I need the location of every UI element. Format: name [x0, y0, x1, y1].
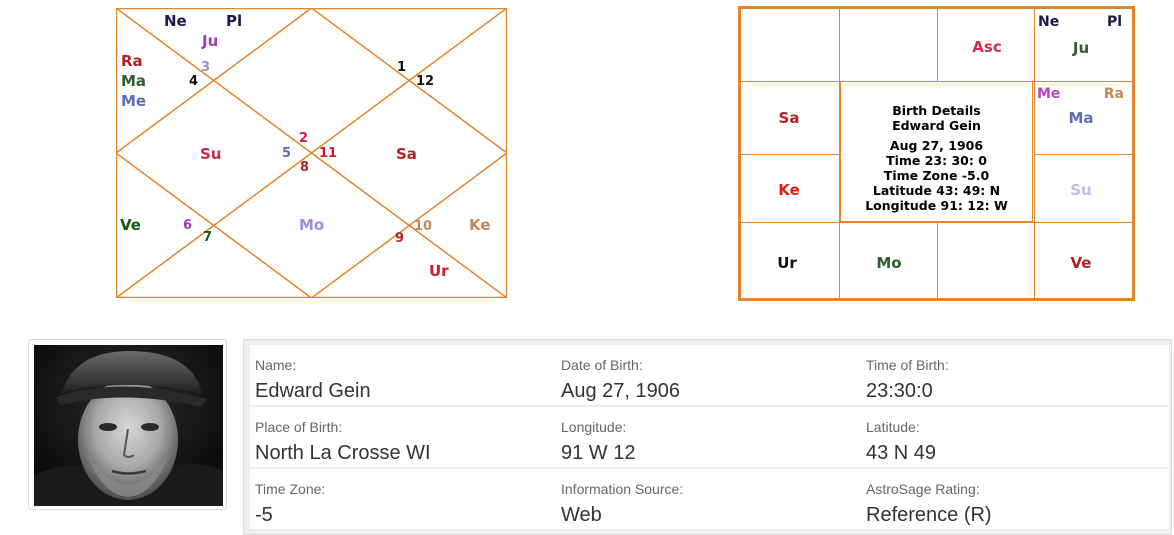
planet-ra: Ra: [121, 52, 143, 70]
details-row: Place of Birth: North La Crosse WI Longi…: [250, 407, 1169, 467]
birth-details-timezone: Time Zone -5.0: [883, 168, 990, 183]
planet-ur: Ur: [777, 254, 797, 272]
south-cell-5: Me Ra Ma: [1034, 81, 1133, 155]
planet-su: Su: [200, 145, 222, 163]
house-number-4: 4: [189, 74, 199, 89]
planet-ke: Ke: [469, 216, 491, 234]
date-of-birth-label: Date of Birth:: [561, 357, 643, 373]
date-of-birth-value: Aug 27, 1906: [561, 380, 680, 402]
latitude-label: Latitude:: [866, 419, 920, 435]
south-cell-9: Mo: [839, 222, 938, 299]
details-cell: AstroSage Rating: Reference (R): [861, 469, 1169, 529]
profile-photo-frame: [28, 339, 227, 510]
details-cell: Name: Edward Gein: [250, 345, 555, 405]
house-number-9: 9: [395, 231, 405, 246]
south-cell-7: Ve: [1034, 222, 1133, 299]
south-cell-11: Ke: [740, 154, 840, 223]
latitude-value: 43 N 49: [866, 442, 937, 464]
time-of-birth-label: Time of Birth:: [866, 357, 949, 373]
house-number-11: 11: [319, 146, 338, 161]
planet-ve: Ve: [120, 216, 141, 234]
name-value: Edward Gein: [255, 380, 371, 402]
house-number-1: 1: [397, 60, 407, 75]
birth-details-name: Edward Gein: [892, 118, 981, 133]
planet-ve: Ve: [1070, 254, 1092, 272]
information-source-value: Web: [561, 504, 602, 526]
planet-sa: Sa: [778, 109, 800, 127]
birth-details-time: Time 23: 30: 0: [886, 153, 987, 168]
house-number-12: 12: [416, 74, 435, 89]
planet-ur: Ur: [429, 262, 449, 280]
astrosage-rating-value: Reference (R): [866, 504, 992, 526]
time-of-birth-value: 23:30:0: [866, 380, 933, 402]
details-row: Time Zone: -5 Information Source: Web As…: [250, 469, 1169, 529]
birth-details-latitude: Latitude 43: 49: N: [872, 183, 1001, 198]
south-cell-8: [937, 222, 1035, 299]
name-label: Name:: [255, 357, 297, 373]
planet-su: Su: [1070, 181, 1092, 199]
birth-details-table: Name: Edward Gein Date of Birth: Aug 27,…: [243, 339, 1172, 535]
house-number-3: 3: [201, 60, 211, 75]
birth-details-title: Birth Details: [892, 103, 981, 118]
planet-sa: Sa: [396, 145, 417, 163]
profile-photo: [34, 345, 223, 506]
planet-ju: Ju: [1072, 39, 1090, 57]
house-number-2: 2: [299, 131, 309, 146]
south-cell-10: Ur: [740, 222, 840, 299]
details-cell: Information Source: Web: [556, 469, 861, 529]
place-of-birth-label: Place of Birth:: [255, 419, 343, 435]
planet-pl: Pl: [226, 12, 243, 30]
planet-me: Me: [121, 92, 147, 110]
details-cell: Date of Birth: Aug 27, 1906: [556, 345, 861, 405]
south-cell-12: Sa: [740, 81, 840, 155]
south-cell-6: Su: [1034, 154, 1133, 223]
planet-ra: Ra: [1103, 86, 1124, 102]
details-cell: Time of Birth: 23:30:0: [861, 345, 1169, 405]
planet-ma: Ma: [1068, 109, 1094, 127]
south-indian-chart: Asc Ne Pl Ju Sa Ke Me Ra Ma Su Ur Mo Ve …: [738, 6, 1135, 301]
planet-ke: Ke: [778, 181, 800, 199]
planet-ne: Ne: [164, 12, 187, 30]
house-number-8: 8: [300, 160, 310, 175]
planet-mo: Mo: [876, 254, 902, 272]
planet-pl: Pl: [1106, 14, 1122, 30]
south-cell-1: [740, 8, 840, 82]
details-cell: Place of Birth: North La Crosse WI: [250, 407, 555, 467]
south-cell-3: Asc: [937, 8, 1035, 82]
planet-ma: Ma: [121, 72, 147, 90]
north-indian-chart: Ne Pl Ju Ra Ma Me Su Sa Ve Mo Ke Ur 1 2 …: [116, 8, 507, 298]
house-number-10: 10: [414, 219, 433, 234]
longitude-label: Longitude:: [561, 419, 627, 435]
longitude-value: 91 W 12: [561, 442, 636, 464]
south-cell-4: Ne Pl Ju: [1034, 8, 1133, 82]
details-row: Name: Edward Gein Date of Birth: Aug 27,…: [250, 345, 1169, 405]
planet-mo: Mo: [299, 216, 325, 234]
birth-details-box: Birth Details Edward Gein Aug 27, 1906 T…: [840, 81, 1033, 222]
information-source-label: Information Source:: [561, 481, 684, 497]
birth-details-longitude: Longitude 91: 12: W: [865, 198, 1008, 213]
south-cell-2: [839, 8, 938, 82]
details-cell: Latitude: 43 N 49: [861, 407, 1169, 467]
time-zone-value: -5: [255, 504, 273, 526]
time-zone-label: Time Zone:: [255, 481, 326, 497]
birth-details-date: Aug 27, 1906: [889, 138, 984, 153]
house-number-5: 5: [282, 146, 292, 161]
planet-ju: Ju: [202, 32, 219, 50]
place-of-birth-value: North La Crosse WI: [255, 442, 431, 464]
planet-ne: Ne: [1038, 14, 1060, 30]
north-chart-grid: [116, 8, 507, 298]
house-number-7: 7: [203, 230, 213, 245]
details-cell: Longitude: 91 W 12: [556, 407, 861, 467]
astrosage-rating-label: AstroSage Rating:: [866, 481, 980, 497]
details-cell: Time Zone: -5: [250, 469, 555, 529]
planet-me: Me: [1037, 86, 1061, 102]
planet-asc: Asc: [972, 38, 1002, 56]
house-number-6: 6: [183, 218, 193, 233]
